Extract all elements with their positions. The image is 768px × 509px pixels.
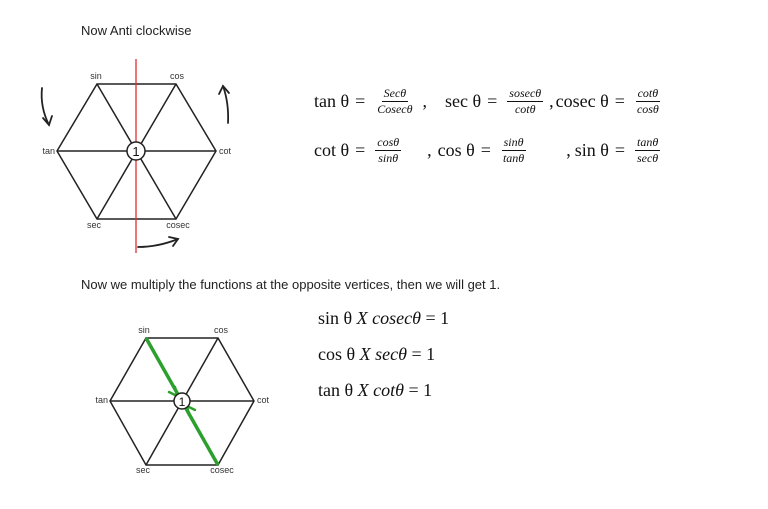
product-row-1: sin θ X cosecθ = 1 — [318, 308, 449, 329]
center-label: 1 — [132, 144, 139, 159]
heading-anticlockwise: Now Anti clockwise — [81, 23, 192, 38]
ratio-num-cot: cosθ — [375, 135, 402, 151]
center-circle-2 — [173, 392, 191, 410]
center-label-2: 1 — [179, 395, 186, 409]
product-a-1: sin θ — [318, 308, 353, 328]
vertex-label-cosec: cosec — [166, 220, 190, 230]
left-rotation-arrow-icon — [40, 87, 50, 126]
vertex-label-cos: cos — [170, 71, 185, 81]
green-arrow-lower-icon — [185, 403, 197, 417]
ratio-lhs-sin: sin θ — [574, 140, 609, 160]
vertex-label-tan-2: tan — [95, 395, 108, 405]
center-circle — [126, 141, 146, 161]
ratio-lhs-cosec: cosec θ — [555, 91, 609, 111]
vertex-label-sin: sin — [90, 71, 102, 81]
hexagon-diagram-bottom: 1 sin cos tan cot sec cosec — [95, 325, 270, 475]
ratio-lhs-tan: tan θ — [314, 91, 350, 111]
ratio-lhs-sec: sec θ — [445, 91, 482, 111]
vertex-label-cosec-2: cosec — [210, 465, 234, 475]
product-x-1: X — [356, 308, 368, 328]
product-eq-2: = 1 — [411, 344, 436, 364]
vertex-label-cos-2: cos — [214, 325, 229, 335]
ratio-lhs-cot: cot θ — [314, 140, 350, 160]
ratio-den-tan: Cosecθ — [377, 102, 413, 116]
vertex-label-cot-2: cot — [257, 395, 270, 405]
product-b-1: cosecθ — [372, 308, 421, 328]
product-x-2: X — [359, 344, 371, 364]
product-eq-3: = 1 — [408, 380, 433, 400]
vertex-label-sec-2: sec — [136, 465, 151, 475]
hexagon-diagram-top: 1 sin cos tan cot sec cosec — [40, 59, 232, 253]
product-x-3: X — [357, 380, 369, 400]
vertex-label-sec: sec — [87, 220, 102, 230]
ratio-num-cosec: cotθ — [635, 86, 661, 102]
product-b-2: secθ — [375, 344, 407, 364]
ratio-den-cot: sinθ — [378, 151, 399, 165]
right-rotation-arrow-icon — [222, 85, 230, 124]
product-row-3: tan θ X cotθ = 1 — [318, 380, 432, 401]
ratio-den-sec: cotθ — [514, 102, 536, 116]
product-eq-1: = 1 — [425, 308, 450, 328]
vertex-label-sin-2: sin — [138, 325, 150, 335]
ratio-num-tan: Secθ — [381, 86, 409, 102]
ratio-den-cos: tanθ — [502, 151, 525, 165]
product-b-3: cotθ — [373, 380, 404, 400]
product-row-2: cos θ X secθ = 1 — [318, 344, 435, 365]
product-a-2: cos θ — [318, 344, 356, 364]
ratio-den-sin: secθ — [636, 151, 659, 165]
product-a-3: tan θ — [318, 380, 354, 400]
ratio-lhs-cos: cos θ — [437, 140, 475, 160]
bottom-rotation-arrow-icon — [137, 238, 179, 248]
ratio-num-sin: tanθ — [634, 135, 661, 151]
ratio-num-sec: sosecθ — [507, 86, 544, 102]
heading-opposite-vertices: Now we multiply the functions at the opp… — [81, 277, 501, 292]
ratio-den-cosec: cosθ — [636, 102, 659, 116]
vertex-label-tan: tan — [42, 146, 55, 156]
vertex-label-cot: cot — [219, 146, 232, 156]
ratio-num-cos: sinθ — [501, 135, 526, 151]
